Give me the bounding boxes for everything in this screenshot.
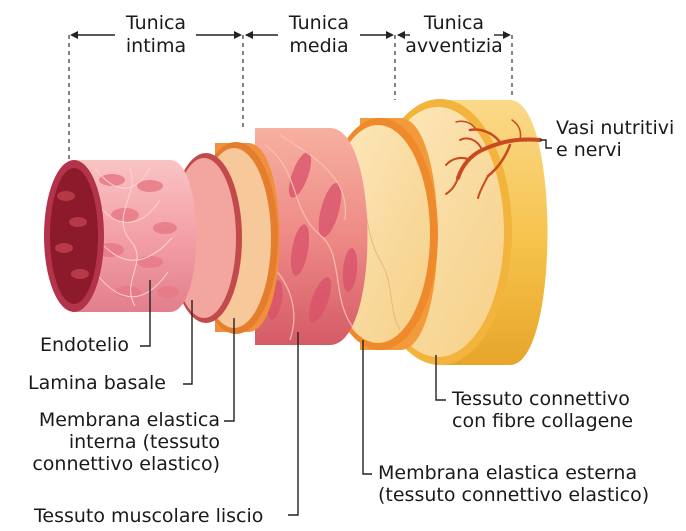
arrowhead-intima-left: [70, 31, 78, 39]
label-vasi-nutritivi: Vasi nutritivi e nervi: [556, 117, 674, 161]
label-membrana-elastica-esterna: Membrana elastica esterna (tessuto conne…: [378, 462, 649, 506]
arrowhead-media-left: [245, 31, 253, 39]
label-tessuto-muscolare: Tessuto muscolare liscio: [34, 505, 263, 527]
header-media-line1: Tunica: [274, 12, 364, 35]
label-tessuto-connettivo: Tessuto connettivo con fibre collagene: [452, 388, 633, 432]
label-membrana-esterna-line1: Membrana elastica esterna: [378, 462, 649, 484]
leader-membrana-esterna: [363, 340, 372, 474]
tunica-intima-layer: [44, 160, 196, 312]
label-membrana-esterna-line2: (tessuto connettivo elastico): [378, 484, 649, 506]
header-media-line2: media: [274, 35, 364, 58]
lumen: [50, 168, 98, 304]
header-tunica-media: Tunica media: [274, 12, 364, 58]
leader-muscolare: [288, 332, 298, 515]
label-endotelio: Endotelio: [40, 334, 129, 356]
label-membrana-elastica-interna: Membrana elastica interna (tessuto conne…: [14, 409, 220, 475]
label-membrana-interna-line1: Membrana elastica: [14, 409, 220, 431]
header-intima-line2: intima: [112, 35, 200, 58]
label-membrana-interna-line2: interna (tessuto: [14, 431, 220, 453]
label-vasi-line2: e nervi: [556, 139, 674, 161]
arrowhead-media-right: [386, 31, 394, 39]
label-muscolare-line1: Tessuto muscolare liscio: [34, 505, 263, 527]
label-lamina-basale: Lamina basale: [28, 372, 166, 394]
header-tunica-avventizia: Tunica avventizia: [398, 12, 510, 58]
header-avventizia-line2: avventizia: [398, 35, 510, 58]
label-vasi-line1: Vasi nutritivi: [556, 117, 674, 139]
header-tunica-intima: Tunica intima: [112, 12, 200, 58]
label-connettivo-line2: con fibre collagene: [452, 410, 633, 432]
label-endotelio-line1: Endotelio: [40, 334, 129, 356]
label-membrana-interna-line3: connettivo elastico): [14, 453, 220, 475]
label-lamina-line1: Lamina basale: [28, 372, 166, 394]
leader-vasi: [540, 140, 552, 148]
header-intima-line1: Tunica: [112, 12, 200, 35]
arrowhead-intima-right: [234, 31, 242, 39]
label-connettivo-line1: Tessuto connettivo: [452, 388, 633, 410]
header-avventizia-line1: Tunica: [398, 12, 510, 35]
